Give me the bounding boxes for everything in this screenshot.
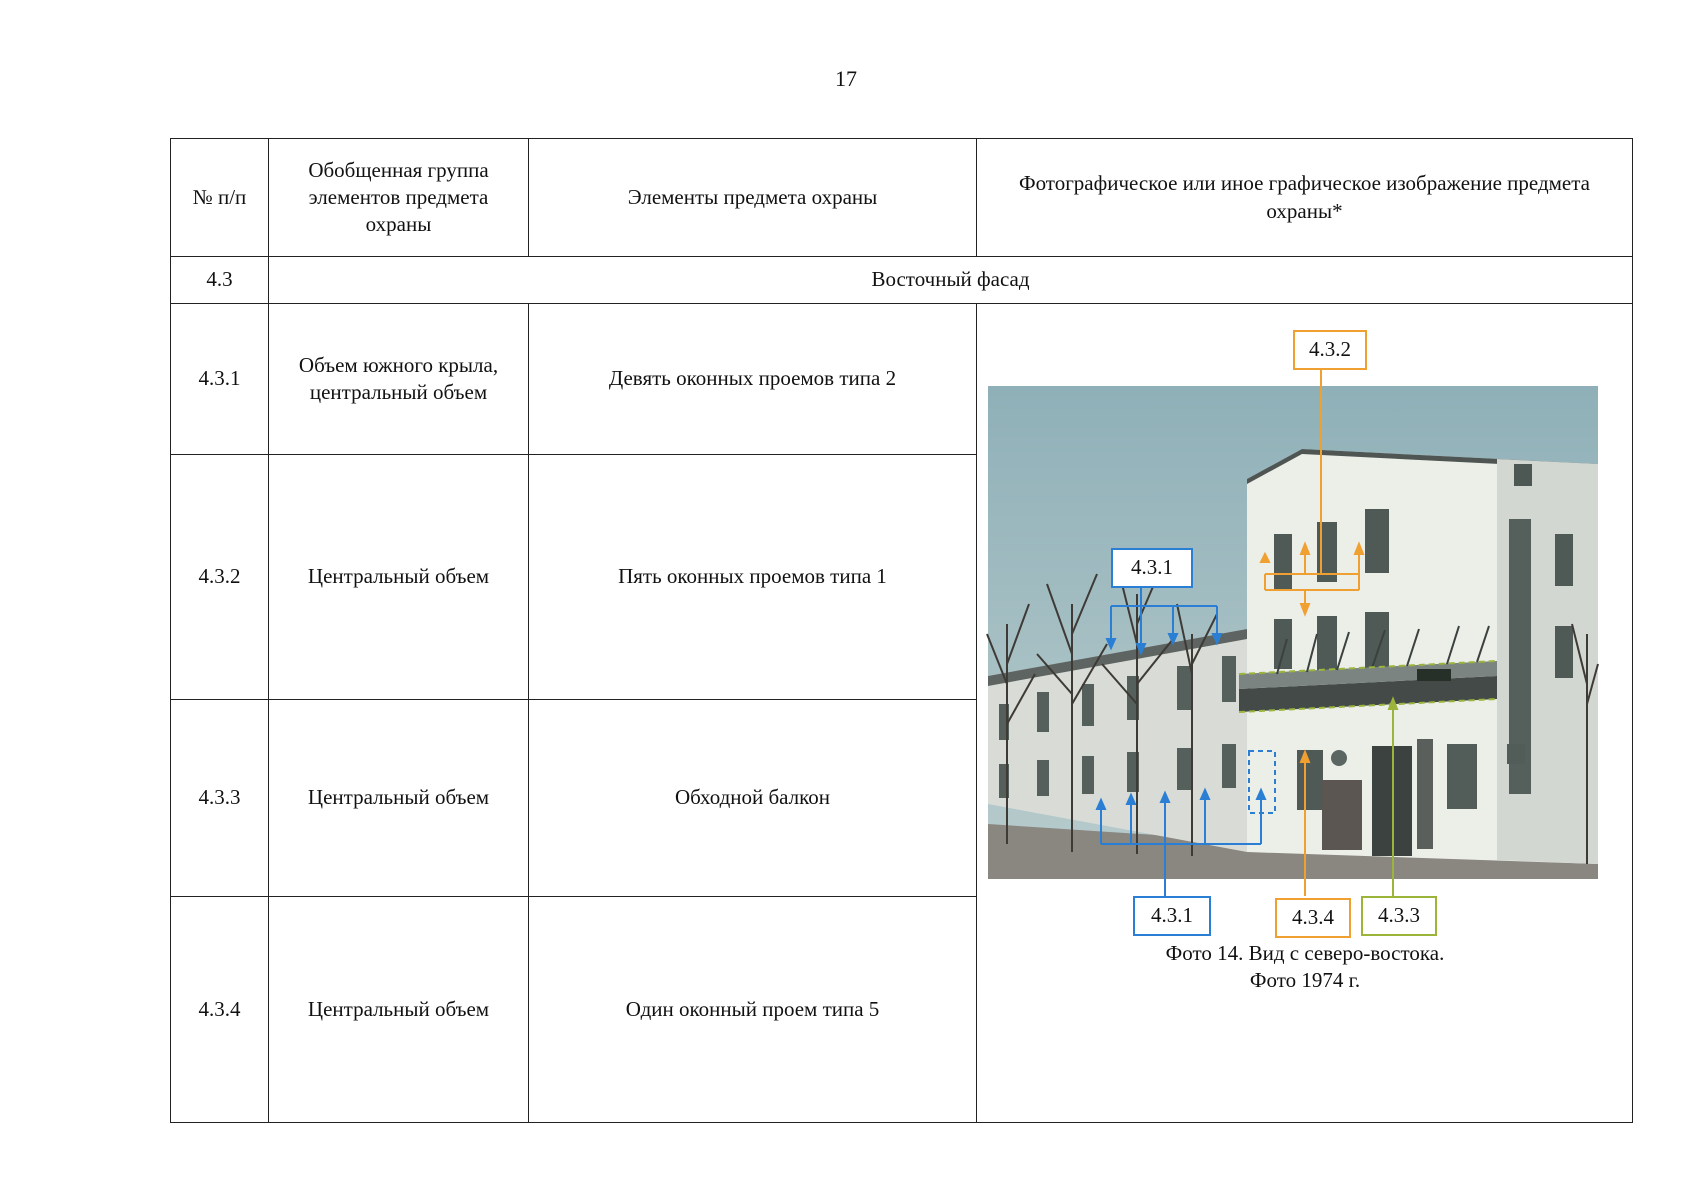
callout-4-3-3: 4.3.3 [1361, 896, 1437, 936]
photo-figure: 4.3.2 4.3.1 4.3.1 4.3.4 4.3.3 Фото 14. В… [977, 304, 1633, 1122]
table-header-row: № п/п Обобщенная группа элементов предме… [170, 138, 1633, 257]
row-group: Объем южного крыла, центральный объем [268, 302, 529, 456]
row-num: 4.3.3 [170, 698, 269, 897]
protection-table: № п/п Обобщенная группа элементов предме… [170, 138, 1633, 1124]
table-row: 4.3.3 Центральный объем Обходной балкон [170, 698, 1633, 897]
callout-4-3-1-lower: 4.3.1 [1133, 896, 1211, 936]
header-elements: Элементы предмета охраны [528, 138, 977, 257]
callout-4-3-1-upper: 4.3.1 [1111, 548, 1193, 588]
photo-cell: 4.3.2 4.3.1 4.3.1 4.3.4 4.3.3 Фото 14. В… [976, 303, 1633, 1123]
section-num: 4.3 [170, 256, 269, 304]
row-group: Центральный объем [268, 454, 529, 700]
header-image: Фотографическое или иное графическое изо… [976, 138, 1633, 257]
row-num: 4.3.1 [170, 302, 269, 456]
table-row: 4.3.2 Центральный объем Пять оконных про… [170, 454, 1633, 700]
row-element: Девять оконных проемов типа 2 [528, 302, 977, 456]
table-row: 4.3.1 Объем южного крыла, центральный об… [170, 302, 1633, 1123]
page-number: 17 [835, 66, 857, 91]
header-group: Обобщенная группа элементов предмета охр… [268, 138, 529, 257]
section-row: 4.3 Восточный фасад [170, 256, 1633, 304]
header-num: № п/п [170, 138, 269, 257]
row-group: Центральный объем [268, 895, 529, 1124]
building-photo [986, 370, 1599, 896]
row-element: Один оконный проем типа 5 [528, 895, 977, 1124]
row-num: 4.3.2 [170, 454, 269, 700]
photo-caption: Фото 14. Вид с северо-востока. Фото 1974… [977, 940, 1633, 995]
row-element: Пять оконных проемов типа 1 [528, 454, 977, 700]
section-title: Восточный фасад [268, 256, 1633, 304]
row-num: 4.3.4 [170, 895, 269, 1124]
caption-line-2: Фото 1974 г. [1249, 968, 1361, 993]
row-group: Центральный объем [268, 698, 529, 897]
caption-line-1: Фото 14. Вид с северо-востока. [1165, 941, 1445, 965]
table-row: 4.3.4 Центральный объем Один оконный про… [170, 895, 1633, 1124]
row-element: Обходной балкон [528, 698, 977, 897]
callout-4-3-2: 4.3.2 [1293, 330, 1367, 370]
callout-4-3-4: 4.3.4 [1275, 898, 1351, 938]
